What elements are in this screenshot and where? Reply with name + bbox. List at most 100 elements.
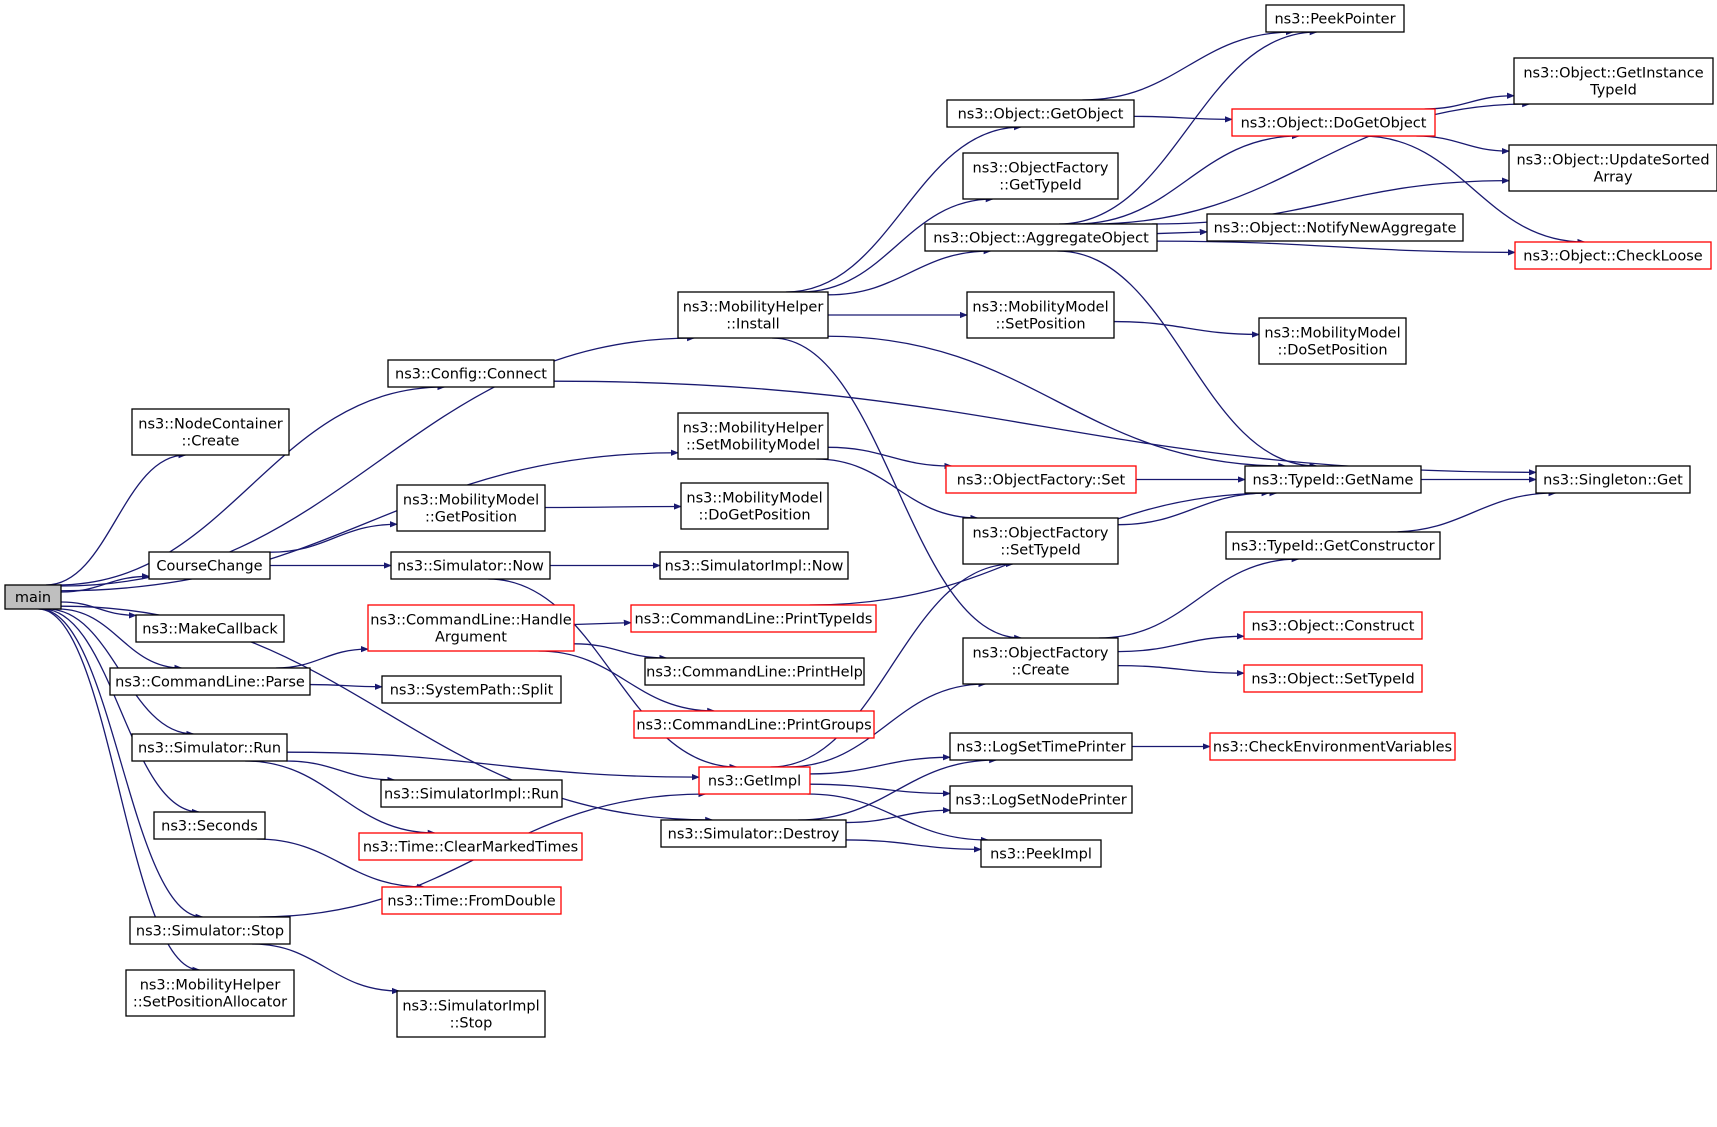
node-box[interactable] [630, 604, 877, 633]
node-box[interactable] [109, 667, 311, 696]
node-box[interactable] [387, 359, 555, 388]
node-set_pos_alloc[interactable]: ns3::MobilityHelper::SetPositionAllocato… [125, 969, 295, 1017]
node-of_gettypeid[interactable]: ns3::ObjectFactory::GetTypeId [962, 152, 1119, 200]
node-box[interactable] [1209, 732, 1456, 761]
node-box[interactable] [131, 733, 288, 762]
node-box[interactable] [962, 152, 1119, 200]
node-sp_split[interactable]: ns3::SystemPath::Split [381, 675, 562, 704]
node-time_clear[interactable]: ns3::Time::ClearMarkedTimes [358, 832, 583, 861]
node-box[interactable] [381, 675, 562, 704]
node-simimpl_run[interactable]: ns3::SimulatorImpl::Run [380, 779, 563, 808]
node-obj_checkloose[interactable]: ns3::Object::CheckLoose [1514, 241, 1712, 270]
node-box[interactable] [677, 412, 829, 460]
node-box[interactable] [1508, 144, 1717, 192]
node-box[interactable] [1243, 664, 1423, 693]
node-singleton_get[interactable]: ns3::Singleton::Get [1535, 465, 1691, 494]
node-of_settypeid[interactable]: ns3::ObjectFactory::SetTypeId [962, 517, 1119, 565]
node-cl_parse[interactable]: ns3::CommandLine::Parse [109, 667, 311, 696]
node-box[interactable] [1265, 4, 1405, 33]
node-box[interactable] [380, 779, 563, 808]
node-typeid_getctor[interactable]: ns3::TypeId::GetConstructor [1225, 531, 1441, 560]
node-box[interactable] [1514, 241, 1712, 270]
node-simimpl_stop[interactable]: ns3::SimulatorImpl::Stop [396, 990, 546, 1038]
node-cl_printtypeids[interactable]: ns3::CommandLine::PrintTypeIds [630, 604, 877, 633]
node-getimpl[interactable]: ns3::GetImpl [698, 766, 811, 795]
node-box[interactable] [1258, 317, 1407, 365]
node-box[interactable] [148, 551, 271, 580]
node-log_time[interactable]: ns3::LogSetTimePrinter [949, 732, 1133, 761]
node-box[interactable] [962, 637, 1119, 685]
node-box[interactable] [358, 832, 583, 861]
node-obj_getobject[interactable]: ns3::Object::GetObject [946, 99, 1135, 128]
node-box[interactable] [980, 839, 1102, 868]
node-obj_notify[interactable]: ns3::Object::NotifyNewAggregate [1206, 213, 1464, 242]
node-of_create[interactable]: ns3::ObjectFactory::Create [962, 637, 1119, 685]
node-box[interactable] [1535, 465, 1691, 494]
node-box[interactable] [367, 604, 575, 652]
node-obj_construct[interactable]: ns3::Object::Construct [1243, 611, 1423, 640]
node-box[interactable] [924, 223, 1158, 252]
node-mm_getpos[interactable]: ns3::MobilityModel::GetPosition [396, 484, 546, 532]
node-makecallback[interactable]: ns3::MakeCallback [135, 614, 285, 643]
node-typeid_getname[interactable]: ns3::TypeId::GetName [1244, 465, 1422, 494]
node-peekpointer[interactable]: ns3::PeekPointer [1265, 4, 1405, 33]
node-time_fromdouble[interactable]: ns3::Time::FromDouble [381, 886, 562, 915]
node-config_connect[interactable]: ns3::Config::Connect [387, 359, 555, 388]
node-box[interactable] [644, 657, 865, 686]
node-box[interactable] [390, 551, 551, 580]
node-box[interactable] [677, 291, 829, 339]
node-sim_run[interactable]: ns3::Simulator::Run [131, 733, 288, 762]
node-box[interactable] [125, 969, 295, 1017]
node-mm_dosetpos[interactable]: ns3::MobilityModel::DoSetPosition [1258, 317, 1407, 365]
node-box[interactable] [962, 517, 1119, 565]
node-box[interactable] [680, 482, 829, 530]
node-box[interactable] [396, 990, 546, 1038]
node-set_mob_model[interactable]: ns3::MobilityHelper::SetMobilityModel [677, 412, 829, 460]
node-box[interactable] [946, 99, 1135, 128]
node-box[interactable] [396, 484, 546, 532]
node-box[interactable] [131, 408, 290, 456]
node-sim_stop[interactable]: ns3::Simulator::Stop [129, 916, 291, 945]
node-sim_now[interactable]: ns3::Simulator::Now [390, 551, 551, 580]
node-main[interactable]: main [4, 584, 62, 610]
node-box[interactable] [660, 819, 847, 848]
node-seconds[interactable]: ns3::Seconds [153, 811, 266, 840]
node-box[interactable] [949, 785, 1133, 814]
node-mm_setpos[interactable]: ns3::MobilityModel::SetPosition [966, 291, 1115, 339]
node-box[interactable] [698, 766, 811, 795]
node-box[interactable] [1231, 108, 1436, 137]
node-box[interactable] [1513, 57, 1714, 105]
node-peekimpl[interactable]: ns3::PeekImpl [980, 839, 1102, 868]
node-check_env[interactable]: ns3::CheckEnvironmentVariables [1209, 732, 1456, 761]
node-box[interactable] [1243, 611, 1423, 640]
node-box[interactable] [659, 551, 849, 580]
node-box[interactable] [966, 291, 1115, 339]
node-obj_dogetobject[interactable]: ns3::Object::DoGetObject [1231, 108, 1436, 137]
node-box[interactable] [945, 465, 1137, 494]
node-of_set[interactable]: ns3::ObjectFactory::Set [945, 465, 1137, 494]
node-mm_dogetpos[interactable]: ns3::MobilityModel::DoGetPosition [680, 482, 829, 530]
node-nc_create[interactable]: ns3::NodeContainer::Create [131, 408, 290, 456]
node-box[interactable] [381, 886, 562, 915]
node-cl_printgroups[interactable]: ns3::CommandLine::PrintGroups [633, 710, 875, 739]
node-box[interactable] [1244, 465, 1422, 494]
node-obj_aggregate[interactable]: ns3::Object::AggregateObject [924, 223, 1158, 252]
node-box[interactable] [153, 811, 266, 840]
node-cl_printhelp[interactable]: ns3::CommandLine::PrintHelp [644, 657, 865, 686]
node-obj_settypeid[interactable]: ns3::Object::SetTypeId [1243, 664, 1423, 693]
node-box[interactable] [949, 732, 1133, 761]
node-sim_destroy[interactable]: ns3::Simulator::Destroy [660, 819, 847, 848]
node-box[interactable] [1225, 531, 1441, 560]
node-log_node[interactable]: ns3::LogSetNodePrinter [949, 785, 1133, 814]
node-box[interactable] [135, 614, 285, 643]
node-coursechange[interactable]: CourseChange [148, 551, 271, 580]
node-box[interactable] [4, 584, 62, 610]
node-box[interactable] [129, 916, 291, 945]
node-install[interactable]: ns3::MobilityHelper::Install [677, 291, 829, 339]
node-box[interactable] [1206, 213, 1464, 242]
node-simimpl_now[interactable]: ns3::SimulatorImpl::Now [659, 551, 849, 580]
node-box[interactable] [633, 710, 875, 739]
